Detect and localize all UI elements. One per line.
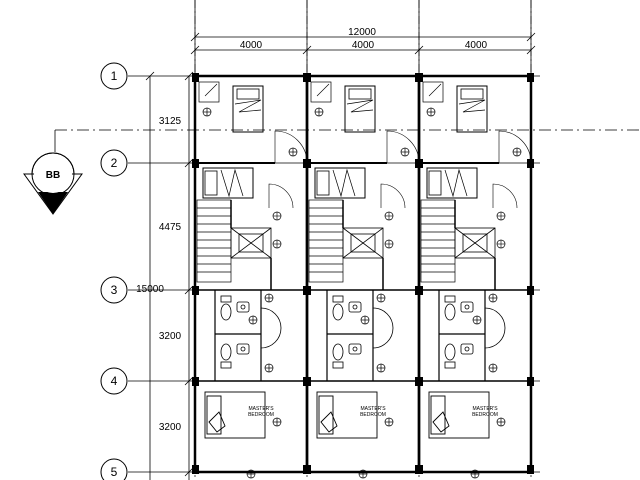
grid-bubble-2: 2 [100,149,128,177]
bay-width-label-3: 4000 [465,40,488,51]
grid-bubble-3-label: 3 [111,283,118,297]
row-depth-label-2: 4475 [159,222,182,233]
master-bedroom-label-unit-3: MASTER'S BEDROOM [472,406,498,418]
master-bedroom-line2-unit-2: BEDROOM [360,412,386,418]
grid-bubble-5: 5 [100,458,128,480]
master-bedroom-label-unit-1: MASTER'S BEDROOM [248,406,274,418]
master-bedroom-label-unit-2: MASTER'S BEDROOM [360,406,386,418]
top-dimension-chain [190,0,536,80]
row-depth-label-1: 3125 [159,116,182,127]
master-bedroom-line1-unit-2: MASTER'S [360,406,386,412]
bay-width-label-2: 4000 [352,40,375,51]
row-depth-label-4: 3200 [159,422,182,433]
overall-depth-label: 15000 [136,284,164,295]
master-bedroom-line1-unit-1: MASTER'S [248,406,274,412]
section-marker-label: BB [46,170,60,181]
master-bedroom-line2-unit-1: BEDROOM [248,412,274,418]
grid-bubble-2-label: 2 [111,156,118,170]
row-depth-label-3: 3200 [159,331,182,342]
grid-bubble-1-label: 1 [111,69,118,83]
grid-bubble-1: 1 [100,62,128,90]
section-marker-icon: BB [23,129,640,215]
master-bedroom-line1-unit-3: MASTER'S [472,406,498,412]
grid-bubble-4-label: 4 [111,374,118,388]
overall-width-label: 12000 [348,27,376,38]
master-bedroom-line2-unit-3: BEDROOM [472,412,498,418]
bay-width-label-1: 4000 [240,40,263,51]
grid-bubble-4: 4 [100,367,128,395]
grid-bubble-3: 3 [100,276,128,304]
grid-bubble-5-label: 5 [111,465,118,479]
left-dimension-chain [145,71,194,480]
